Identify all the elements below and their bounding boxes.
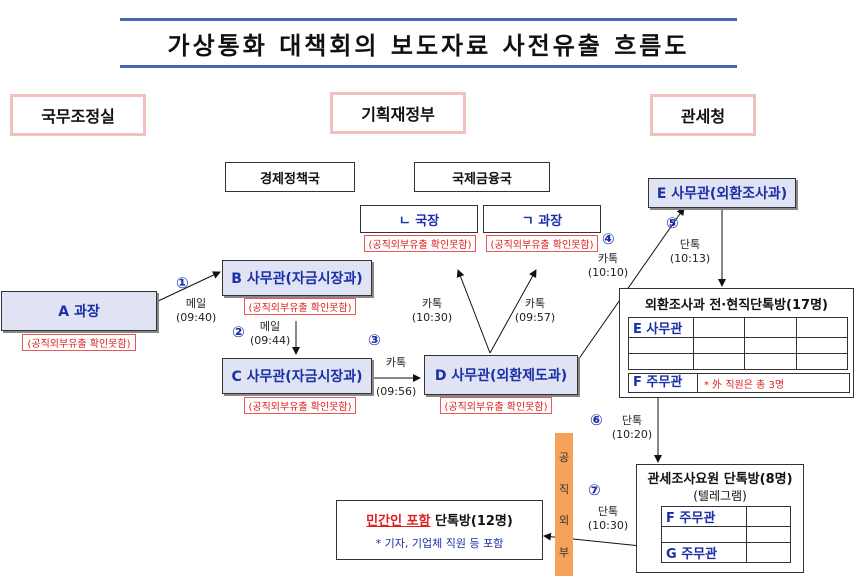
g-section-chief-box: ㄱ 과장 bbox=[483, 205, 601, 233]
group1-title: 외환조사과 전·현직단톡방(17명) bbox=[645, 298, 828, 313]
org-opm: 국무조정실 bbox=[10, 94, 146, 136]
step-3-method: 카톡 bbox=[385, 356, 407, 369]
step-7-method: 단톡 bbox=[597, 505, 619, 518]
b-officer-box: B 사무관(자금시장과) bbox=[222, 260, 372, 296]
civilian-title-rest: 단톡방(12명) bbox=[430, 514, 513, 529]
d-to-g-label: 카톡 (09:57) bbox=[512, 297, 558, 325]
group-chat-foreign-exchange: 외환조사과 전·현직단톡방(17명) E 사무관 F 주무관 * 外 직원은 총… bbox=[619, 288, 854, 398]
step-5-label: 단톡 (10:13) bbox=[668, 238, 712, 266]
group-chat-customs-investigators: 관세조사요원 단톡방(8명) (텔레그램) F 주무관 G 주무관 bbox=[636, 464, 804, 573]
c-officer-note: (공직외부유출 확인못함) bbox=[244, 397, 356, 414]
step-6-label: 단톡 (10:20) bbox=[610, 414, 654, 442]
step-1-method: 메일 bbox=[185, 297, 207, 310]
group2-title: 관세조사요원 단톡방(8명) bbox=[647, 472, 793, 487]
step-2-number: ② bbox=[232, 323, 245, 341]
group1-member-grid: E 사무관 bbox=[628, 317, 849, 370]
org-customs: 관세청 bbox=[650, 94, 756, 136]
d-officer-note: (공직외부유출 확인못함) bbox=[440, 397, 552, 414]
bureau-international-finance: 국제금융국 bbox=[414, 162, 550, 192]
group2-member-f: F 주무관 bbox=[661, 506, 747, 527]
group2-member-grid: F 주무관 G 주무관 bbox=[661, 506, 791, 563]
page-title: 가상통화 대책회의 보도자료 사전유출 흐름도 bbox=[120, 18, 737, 68]
group1-member-f-row: F 주무관 * 外 직원은 총 3명 bbox=[628, 373, 850, 393]
public-leak-char-4: 부 bbox=[558, 546, 570, 560]
step-6-method: 단톡 bbox=[621, 414, 643, 427]
step-1-number: ① bbox=[176, 274, 189, 292]
c-officer-box: C 사무관(자금시장과) bbox=[222, 358, 372, 394]
group1-note: * 外 직원은 총 3명 bbox=[704, 379, 785, 391]
step-7-time: (10:30) bbox=[587, 519, 629, 532]
d-to-g-method: 카톡 bbox=[524, 297, 546, 310]
public-leak-char-3: 외 bbox=[558, 514, 570, 528]
step-2-label: 메일 (09:44) bbox=[250, 320, 290, 348]
step-1-label: 메일 (09:40) bbox=[176, 297, 216, 325]
d-to-g-time: (09:57) bbox=[514, 311, 556, 324]
public-leak-bar: 공 직 외 부 bbox=[555, 433, 573, 576]
step-2-method: 메일 bbox=[259, 320, 281, 333]
org-mosf: 기획재정부 bbox=[330, 92, 466, 134]
group1-member-e: E 사무관 bbox=[628, 317, 694, 338]
public-leak-char-2: 직 bbox=[558, 482, 570, 496]
group2-subtitle: (텔레그램) bbox=[693, 489, 747, 503]
b-officer-note: (공직외부유출 확인못함) bbox=[244, 298, 356, 315]
civilian-note: * 기자, 기업체 직원 등 포함 bbox=[375, 537, 504, 550]
d-to-n-time: (10:30) bbox=[411, 311, 453, 324]
d-officer-box: D 사무관(외환제도과) bbox=[424, 355, 578, 395]
d-to-n-method: 카톡 bbox=[421, 297, 443, 310]
n-director-note: (공직외부유출 확인못함) bbox=[364, 235, 476, 252]
step-1-time: (09:40) bbox=[176, 311, 217, 324]
civilian-group-chat: 민간인 포함 단톡방(12명) * 기자, 기업체 직원 등 포함 bbox=[336, 500, 543, 560]
group1-member-f: F 주무관 bbox=[629, 374, 698, 392]
step-7-label: 단톡 (10:30) bbox=[586, 505, 630, 533]
step-4-number: ④ bbox=[602, 230, 615, 248]
civilian-emphasis: 민간인 포함 bbox=[366, 514, 431, 529]
step-5-number: ⑤ bbox=[666, 214, 679, 232]
bureau-economic-policy: 경제정책국 bbox=[225, 162, 355, 192]
a-chief-box: A 과장 bbox=[1, 291, 157, 331]
step-3-number: ③ bbox=[368, 331, 381, 349]
e-officer-box: E 사무관(외환조사과) bbox=[648, 178, 796, 208]
step-7-number: ⑦ bbox=[588, 481, 601, 499]
group2-member-g: G 주무관 bbox=[661, 542, 747, 563]
step-6-time: (10:20) bbox=[611, 428, 653, 441]
step-4-method: 카톡 bbox=[597, 252, 619, 265]
step-5-time: (10:13) bbox=[669, 252, 711, 265]
step-5-method: 단톡 bbox=[679, 238, 701, 251]
civilian-title: 민간인 포함 단톡방(12명) bbox=[337, 510, 542, 529]
public-leak-char-1: 공 bbox=[558, 450, 570, 464]
step-4-time: (10:10) bbox=[587, 266, 629, 279]
step-6-number: ⑥ bbox=[590, 411, 603, 429]
step-2-time: (09:44) bbox=[250, 334, 291, 347]
d-to-n-label: 카톡 (10:30) bbox=[409, 297, 455, 325]
step-4-label: 카톡 (10:10) bbox=[586, 252, 630, 280]
n-director-box: ㄴ 국장 bbox=[360, 205, 478, 233]
g-section-chief-note: (공직외부유출 확인못함) bbox=[486, 235, 598, 252]
step-3-time: (09:56) bbox=[376, 385, 417, 398]
a-chief-note: (공직외부유출 확인못함) bbox=[22, 334, 136, 351]
